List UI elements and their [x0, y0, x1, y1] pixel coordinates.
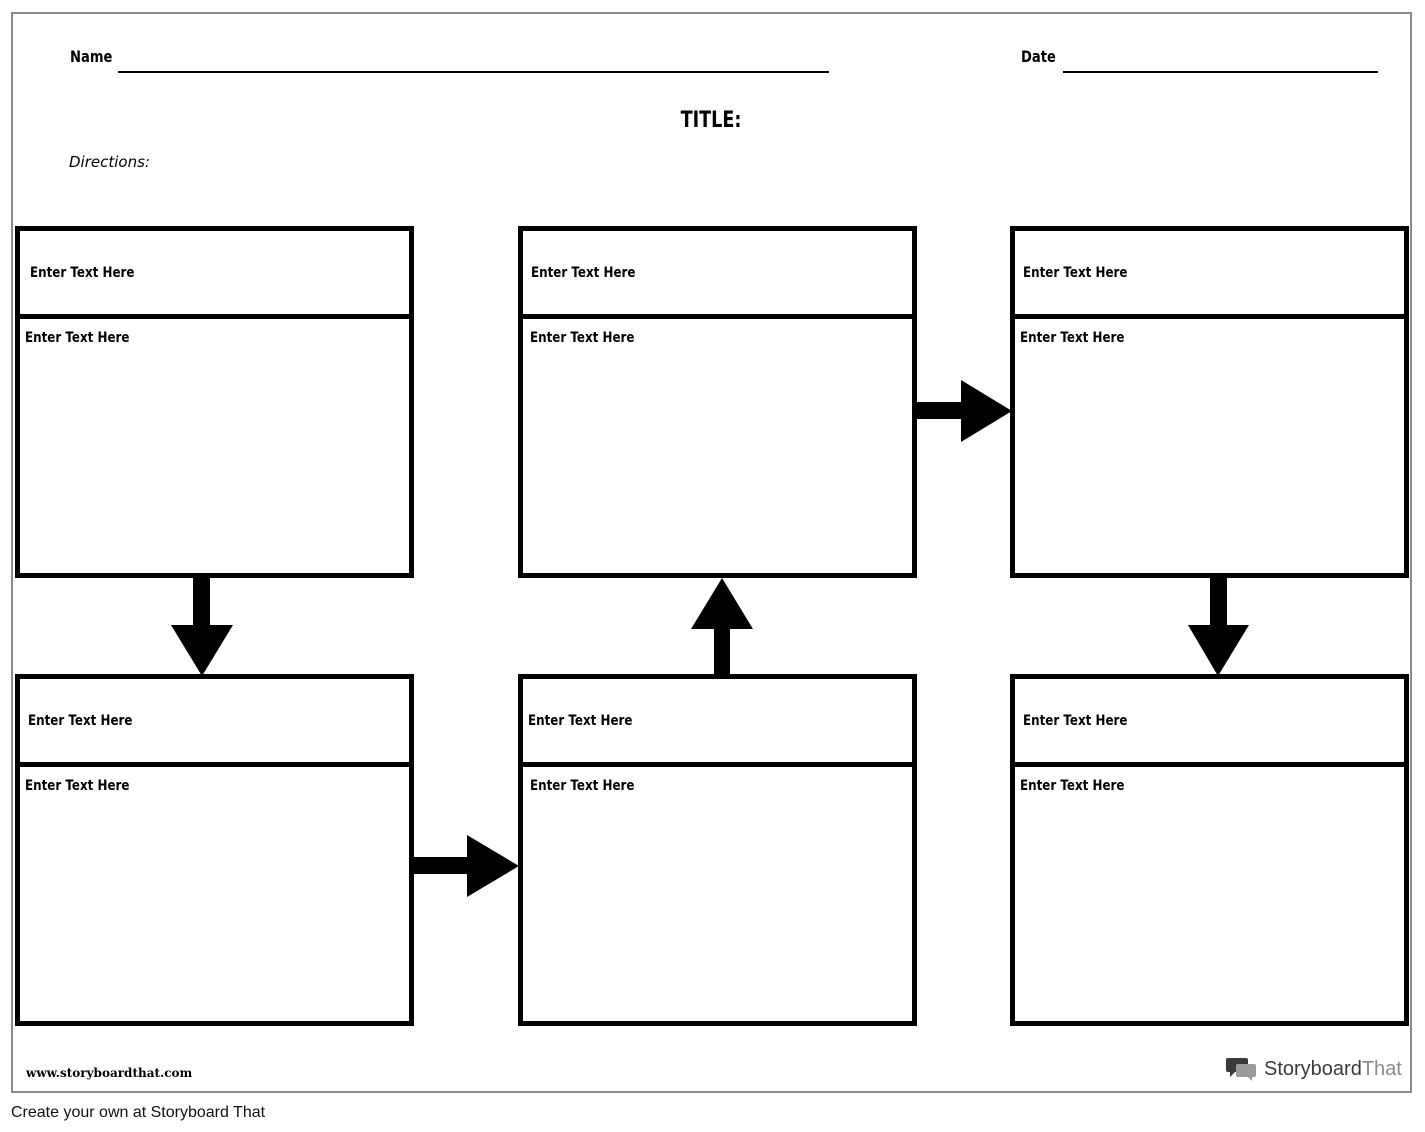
- arrow-down-icon: [1188, 578, 1249, 676]
- arrow-right-icon: [916, 380, 1012, 442]
- box-body-cell[interactable]: Enter Text Here: [1010, 314, 1409, 578]
- box-heading-cell[interactable]: Enter Text Here: [15, 674, 414, 766]
- box-body-text: Enter Text Here: [25, 778, 130, 794]
- box-heading-cell[interactable]: Enter Text Here: [15, 226, 414, 318]
- name-field[interactable]: [118, 71, 829, 73]
- flow-box-3: Enter Text Here Enter Text Here: [518, 674, 917, 1026]
- worksheet: Name Date TITLE: Directions:: [11, 12, 1412, 1093]
- box-body-text: Enter Text Here: [25, 330, 130, 346]
- box-heading-cell[interactable]: Enter Text Here: [518, 226, 917, 318]
- arrow-down-icon: [171, 578, 233, 676]
- name-label: Name: [70, 47, 113, 66]
- flow-box-1: Enter Text Here Enter Text Here: [15, 226, 414, 578]
- box-heading-text: Enter Text Here: [531, 265, 636, 281]
- box-body-cell[interactable]: Enter Text Here: [1010, 762, 1409, 1026]
- speech-bubbles-icon: [1226, 1058, 1256, 1081]
- box-body-text: Enter Text Here: [530, 778, 635, 794]
- arrow-up-icon: [691, 578, 753, 676]
- logo-word-that: That: [1361, 1057, 1402, 1080]
- page-title: TITLE:: [681, 108, 742, 133]
- directions-label: Directions:: [69, 153, 150, 171]
- flow-box-5: Enter Text Here Enter Text Here: [1010, 226, 1409, 578]
- box-heading-text: Enter Text Here: [30, 265, 135, 281]
- box-body-text: Enter Text Here: [1020, 330, 1125, 346]
- box-body-cell[interactable]: Enter Text Here: [15, 314, 414, 578]
- footer-url[interactable]: www.storyboardthat.com: [26, 1066, 193, 1080]
- box-body-cell[interactable]: Enter Text Here: [518, 762, 917, 1026]
- flow-box-4: Enter Text Here Enter Text Here: [518, 226, 917, 578]
- flow-box-6: Enter Text Here Enter Text Here: [1010, 674, 1409, 1026]
- box-heading-text: Enter Text Here: [528, 713, 633, 729]
- storyboardthat-logo[interactable]: StoryboardThat: [1226, 1055, 1402, 1083]
- box-body-text: Enter Text Here: [1020, 778, 1125, 794]
- date-field[interactable]: [1063, 71, 1378, 73]
- box-heading-cell[interactable]: Enter Text Here: [1010, 674, 1409, 766]
- box-heading-text: Enter Text Here: [28, 713, 133, 729]
- box-body-text: Enter Text Here: [530, 330, 635, 346]
- box-body-cell[interactable]: Enter Text Here: [15, 762, 414, 1026]
- box-heading-cell[interactable]: Enter Text Here: [1010, 226, 1409, 318]
- box-heading-text: Enter Text Here: [1023, 265, 1128, 281]
- box-heading-text: Enter Text Here: [1023, 713, 1128, 729]
- create-your-own-link[interactable]: Create your own at Storyboard That: [11, 1104, 266, 1121]
- logo-word-storyboard: Storyboard: [1264, 1057, 1362, 1080]
- box-body-cell[interactable]: Enter Text Here: [518, 314, 917, 578]
- arrow-right-icon: [413, 835, 519, 897]
- box-heading-cell[interactable]: Enter Text Here: [518, 674, 917, 766]
- flow-box-2: Enter Text Here Enter Text Here: [15, 674, 414, 1026]
- date-label: Date: [1021, 47, 1056, 66]
